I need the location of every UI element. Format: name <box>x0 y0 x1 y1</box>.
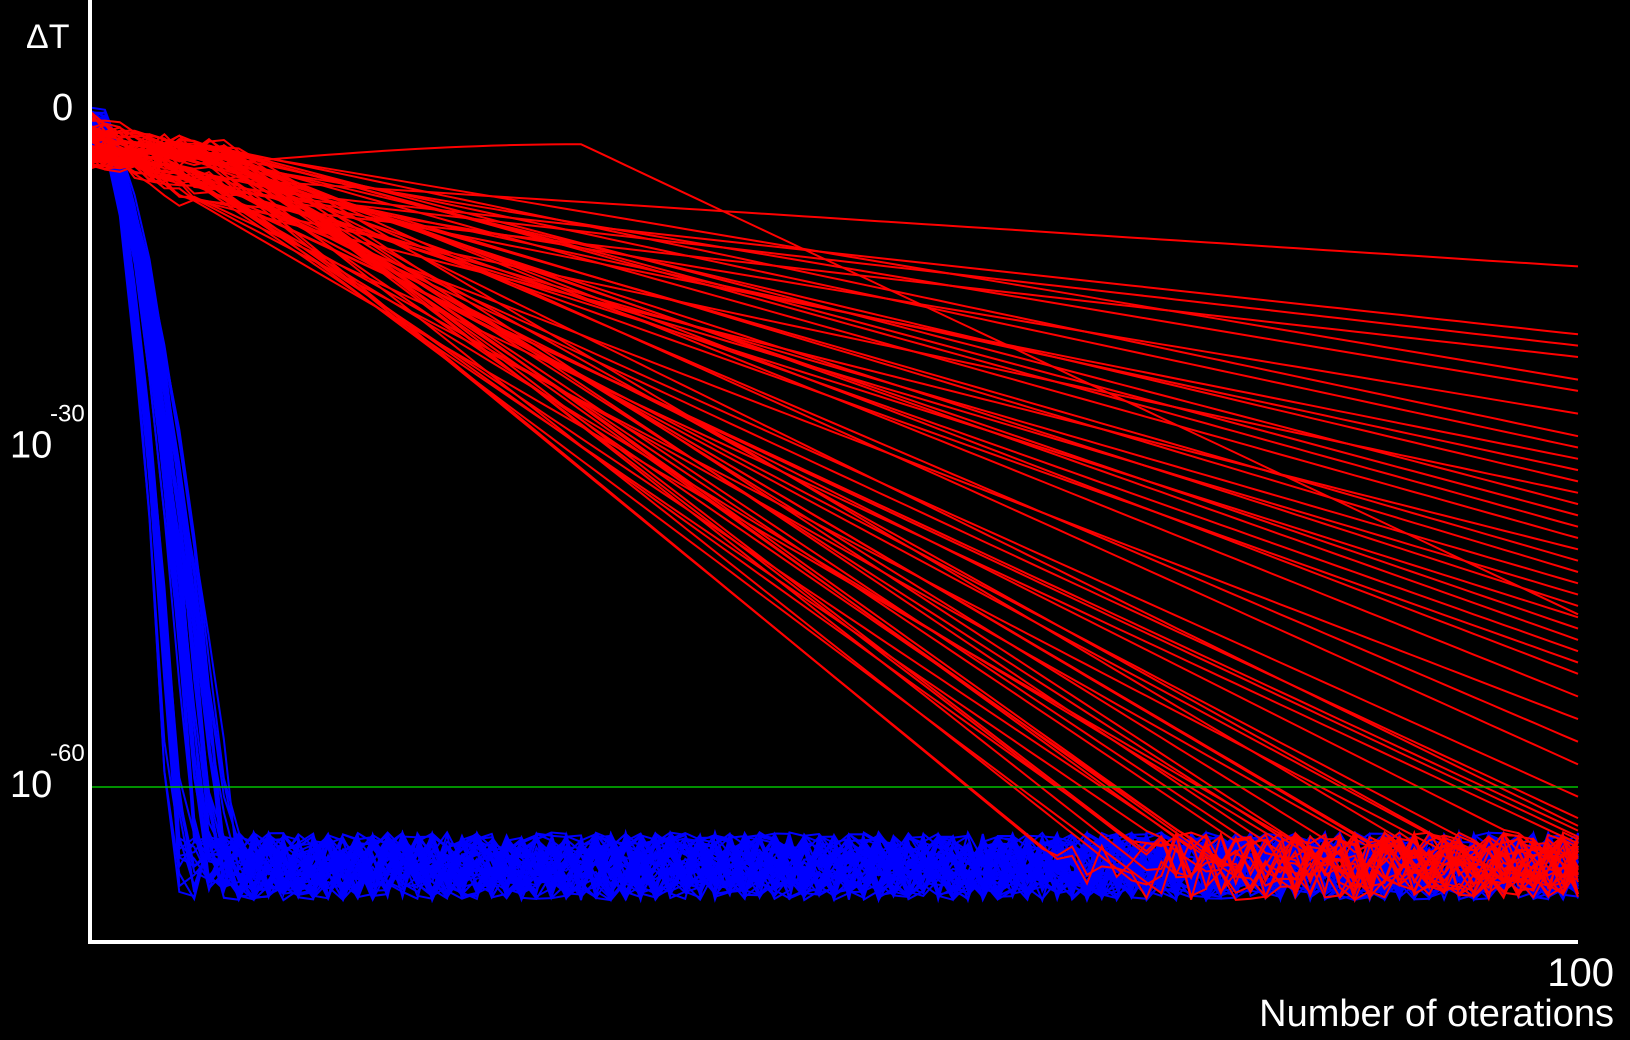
red-series-line <box>89 138 1579 902</box>
red-series-line <box>89 148 1579 900</box>
red-series-line <box>89 137 1579 798</box>
x-axis-label: Number of oterations <box>1259 993 1614 1035</box>
red-series-line <box>89 138 1579 528</box>
red-series-line <box>89 127 1579 900</box>
red-series-line <box>89 136 1579 900</box>
red-series-line <box>89 144 1579 903</box>
red-series-line <box>89 134 1579 878</box>
red-series-line <box>89 144 1579 900</box>
red-series-line <box>89 140 1579 392</box>
y-axis-label: ΔT <box>26 18 69 56</box>
y-tick-label: 10 <box>10 425 52 467</box>
red-series-line <box>89 142 1579 888</box>
series-layer <box>89 106 1579 904</box>
red-series-line <box>89 139 1579 539</box>
blue-series-line <box>89 120 1579 902</box>
blue-series-line <box>89 120 1579 904</box>
blue-series-line <box>89 119 1579 903</box>
y-tick-exponent: -30 <box>50 401 85 428</box>
red-series-line <box>89 129 1579 616</box>
y-tick-label: 0 <box>52 87 73 129</box>
blue-series-line <box>89 120 1579 904</box>
red-series-line <box>89 160 1579 895</box>
red-series-line <box>89 146 1579 506</box>
red-series-line <box>89 137 1579 766</box>
red-series-line <box>89 149 1579 901</box>
red-series-line <box>89 140 1579 838</box>
y-tick-label: 10 <box>10 764 52 806</box>
red-series-line <box>89 130 1579 641</box>
red-series-line <box>89 145 1579 876</box>
red-series-line <box>89 142 1579 827</box>
red-series-line <box>89 129 1579 438</box>
red-series-line <box>89 129 1579 347</box>
x-tick-label-end: 100 <box>1547 951 1614 995</box>
y-tick-exponent: -60 <box>50 740 85 767</box>
red-series-line <box>89 138 1579 896</box>
red-series-line <box>89 150 1579 743</box>
blue-series-line <box>89 143 1579 900</box>
red-series-line <box>89 149 1579 619</box>
red-series-line <box>89 126 1579 895</box>
red-series-line <box>89 127 1579 899</box>
red-series-line <box>89 148 1579 698</box>
red-series-line <box>89 147 1579 868</box>
red-series-line <box>89 122 1579 899</box>
red-series-line <box>89 144 1579 449</box>
red-series-line <box>89 152 1579 721</box>
red-series-line <box>89 123 1579 381</box>
blue-series-line <box>89 117 1579 903</box>
red-series-line <box>89 149 1579 483</box>
